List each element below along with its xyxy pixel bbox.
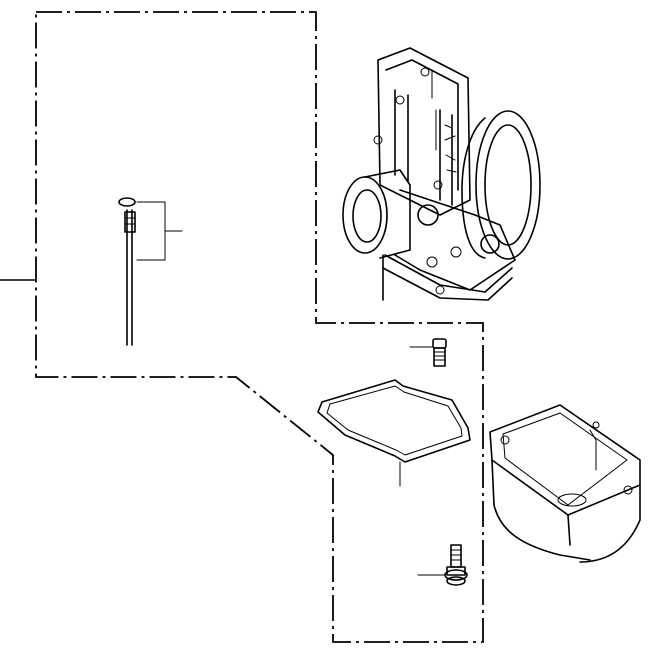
jet-needle-icon: [118, 197, 136, 346]
bowl-screw-icon: [444, 544, 468, 586]
drain-screw-icon: [432, 338, 447, 367]
float-bowl-icon: [489, 404, 641, 563]
float-chamber-gasket-icon: [317, 379, 471, 463]
assembly-boundary: [0, 11, 484, 643]
part-4-leader: [136, 201, 183, 261]
carburetor-body-icon: [342, 47, 541, 301]
